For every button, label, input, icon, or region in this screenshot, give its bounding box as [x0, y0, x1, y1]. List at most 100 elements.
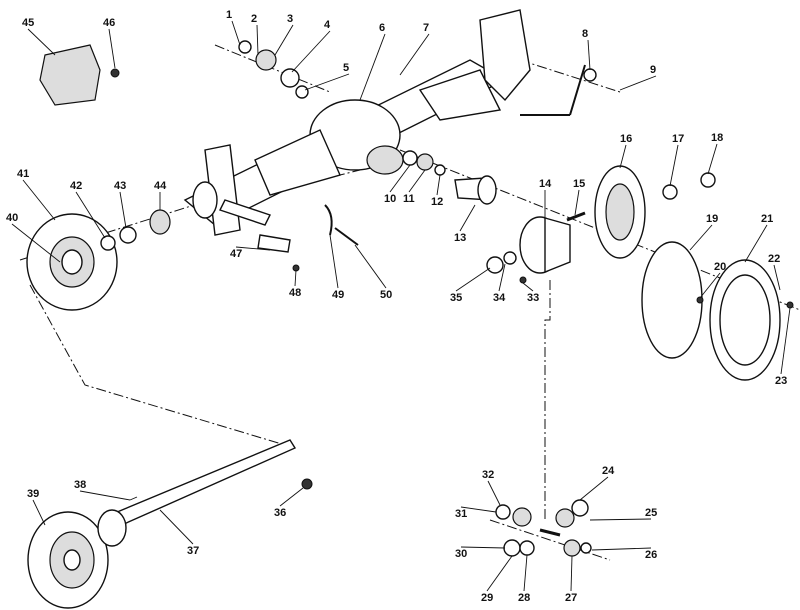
- callout-24: 24: [602, 465, 615, 477]
- callout-6: 6: [379, 22, 385, 34]
- callout-43: 43: [114, 180, 126, 192]
- callout-4: 4: [324, 19, 331, 31]
- ring-gear: [594, 165, 646, 259]
- leader-line-6: [359, 33, 386, 101]
- callout-20: 20: [714, 261, 726, 273]
- leader-line-39: [32, 499, 46, 526]
- pinion-gear: [454, 175, 497, 205]
- callout-3: 3: [287, 13, 293, 25]
- leader-line-27: [570, 555, 573, 592]
- leader-line-41: [22, 179, 56, 221]
- leader-line-4: [291, 30, 331, 73]
- center-lines: [19, 44, 800, 561]
- leader-lines: [11, 20, 791, 592]
- leader-line-25: [589, 518, 652, 521]
- leader-line-47: [235, 246, 271, 251]
- callout-13: 13: [454, 232, 466, 244]
- callout-40: 40: [6, 212, 18, 224]
- callout-33: 33: [527, 292, 539, 304]
- callout-23: 23: [775, 375, 787, 387]
- callout-29: 29: [481, 592, 493, 604]
- callout-14: 14: [539, 178, 552, 190]
- leader-line-17: [669, 144, 679, 187]
- leader-line-13: [459, 204, 476, 232]
- leader-line-33: [522, 282, 534, 292]
- callout-48: 48: [289, 287, 301, 299]
- leader-line-8: [587, 39, 591, 71]
- leader-line-37: [159, 509, 194, 545]
- callout-17: 17: [672, 133, 684, 145]
- leader-line-12: [436, 174, 441, 196]
- callout-31: 31: [455, 508, 467, 520]
- axle-shaft: [97, 439, 297, 547]
- callout-44: 44: [154, 180, 167, 192]
- leader-line-38: [79, 490, 131, 501]
- leader-line-40: [11, 223, 61, 263]
- callout-35: 35: [450, 292, 462, 304]
- leader-line-50: [354, 244, 387, 289]
- leader-line-18: [707, 143, 718, 175]
- callout-50: 50: [380, 289, 392, 301]
- callout-32: 32: [482, 469, 494, 481]
- leader-line-19: [689, 224, 713, 251]
- leader-line-24: [579, 476, 609, 501]
- callout-38: 38: [74, 479, 86, 491]
- callout-10: 10: [384, 193, 396, 205]
- leader-line-9: [619, 75, 657, 91]
- leader-line-48: [294, 269, 297, 287]
- callout-37: 37: [187, 545, 199, 557]
- callout-42: 42: [70, 180, 82, 192]
- differential-cover: [709, 259, 781, 381]
- leader-line-43: [119, 191, 127, 229]
- callout-30: 30: [455, 548, 467, 560]
- callout-2: 2: [251, 13, 257, 25]
- leader-line-28: [523, 554, 528, 592]
- callout-19: 19: [706, 213, 718, 225]
- callout-18: 18: [711, 132, 723, 144]
- backing-plate: [26, 213, 118, 311]
- leader-line-15: [574, 189, 580, 216]
- leader-line-11: [408, 169, 426, 193]
- callout-22: 22: [768, 253, 780, 265]
- callout-27: 27: [565, 592, 577, 604]
- parts: [26, 40, 794, 609]
- leader-line-3: [274, 24, 294, 56]
- leader-line-16: [619, 144, 627, 169]
- leader-line-7: [399, 33, 430, 76]
- callout-26: 26: [645, 549, 657, 561]
- leader-line-20: [699, 272, 721, 299]
- leader-line-35: [455, 267, 491, 292]
- sway-bar-link: [520, 64, 597, 116]
- differential-case: [519, 216, 571, 274]
- callout-9: 9: [650, 64, 656, 76]
- callout-5: 5: [343, 62, 349, 74]
- leader-line-23: [780, 307, 791, 375]
- brake-rotor: [27, 511, 109, 609]
- callout-49: 49: [332, 289, 344, 301]
- leader-line-2: [256, 24, 259, 56]
- callout-46: 46: [103, 17, 115, 29]
- leader-line-1: [231, 20, 241, 46]
- callout-34: 34: [493, 292, 506, 304]
- leader-line-5: [304, 73, 350, 91]
- leader-line-30: [460, 546, 506, 549]
- callout-7: 7: [423, 22, 429, 34]
- axle-housing: [183, 9, 531, 236]
- leader-line-21: [744, 224, 768, 263]
- callout-8: 8: [582, 28, 588, 40]
- callout-11: 11: [403, 193, 415, 205]
- brake-caliper: [39, 44, 120, 106]
- leader-line-46: [108, 28, 116, 69]
- leader-line-45: [27, 28, 56, 56]
- callout-16: 16: [620, 133, 632, 145]
- callout-21: 21: [761, 213, 773, 225]
- callout-28: 28: [518, 592, 530, 604]
- leader-line-26: [591, 547, 652, 551]
- leader-line-10: [389, 164, 411, 193]
- callout-47: 47: [230, 248, 242, 260]
- leader-line-29: [486, 555, 513, 592]
- leader-line-32: [487, 480, 501, 506]
